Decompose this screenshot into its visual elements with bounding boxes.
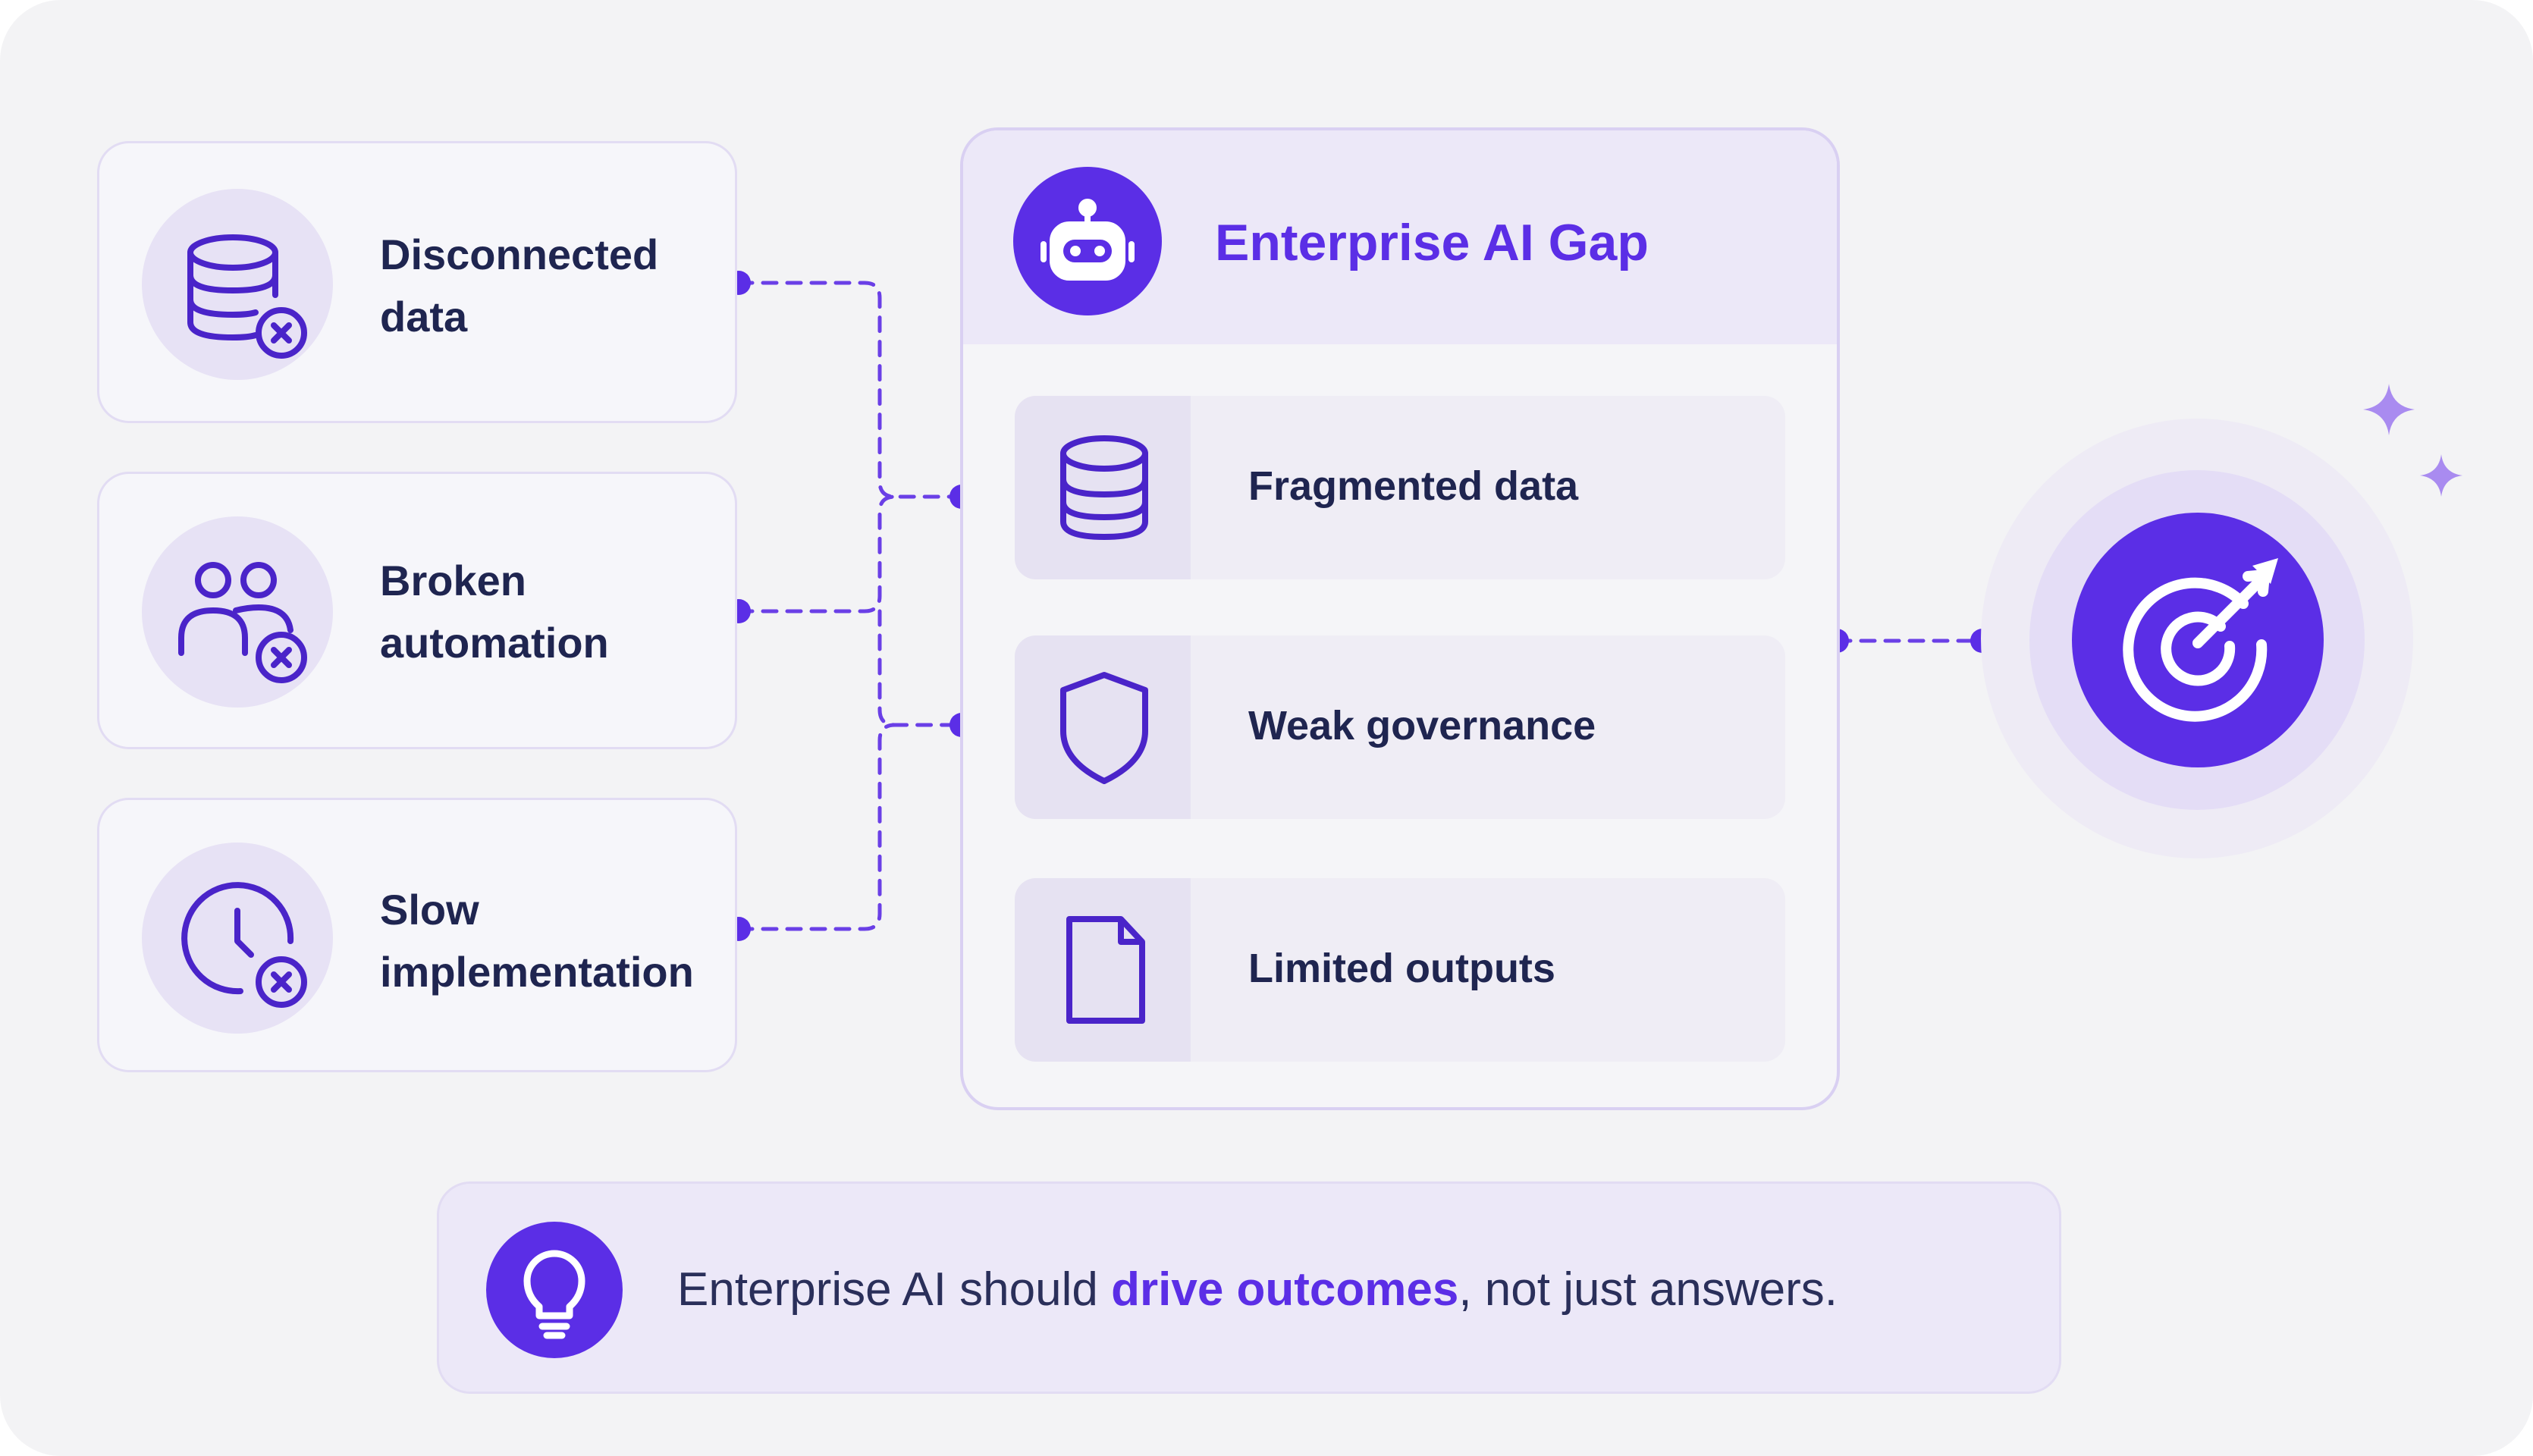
gap-item-label: Fragmented data xyxy=(1248,463,1579,509)
connector-slow-implementation xyxy=(736,723,897,931)
sparkle-icon xyxy=(2363,384,2415,435)
connector-disconnected-data xyxy=(736,281,964,499)
insight-suffix: , not just answers. xyxy=(1458,1263,1838,1316)
source-label: Broken automation xyxy=(380,557,609,667)
source-card-disconnected-data: Disconnected data xyxy=(97,141,737,423)
insight-highlight: drive outcomes xyxy=(1111,1263,1459,1316)
connector-broken-automation-lower xyxy=(877,609,964,727)
enterprise-ai-gap-panel: Enterprise AI Gap Fragmented data xyxy=(960,127,1840,1110)
insight-banner: Enterprise AI should drive outcomes, not… xyxy=(437,1181,2061,1394)
robot-icon xyxy=(1013,167,1162,315)
target-arrow-icon xyxy=(2072,513,2324,767)
source-card-broken-automation: Broken automation xyxy=(97,472,737,749)
users-x-icon xyxy=(142,516,333,708)
gap-item-weak-governance: Weak governance xyxy=(1015,635,1785,819)
gap-item-label: Weak governance xyxy=(1248,703,1596,748)
connector-broken-automation xyxy=(736,494,897,613)
panel-title: Enterprise AI Gap xyxy=(1215,214,1649,271)
lightbulb-icon xyxy=(486,1222,623,1358)
sparkle-icon xyxy=(2419,453,2463,497)
source-label: Disconnected data xyxy=(380,231,659,340)
clock-x-icon xyxy=(142,843,333,1034)
document-icon xyxy=(1015,878,1191,1062)
shield-icon xyxy=(1015,635,1191,819)
gap-item-limited-outputs: Limited outputs xyxy=(1015,878,1785,1062)
database-x-icon xyxy=(142,189,333,380)
gap-item-fragmented-data: Fragmented data xyxy=(1015,396,1785,579)
source-card-slow-implementation: Slow implementation xyxy=(97,798,737,1072)
gap-item-label: Limited outputs xyxy=(1248,946,1555,991)
panel-header: Enterprise AI Gap xyxy=(963,130,1837,344)
source-label: Slow implementation xyxy=(380,886,694,996)
database-icon xyxy=(1015,396,1191,579)
insight-text: Enterprise AI should drive outcomes, not… xyxy=(677,1260,1838,1320)
insight-prefix: Enterprise AI should xyxy=(677,1263,1112,1316)
